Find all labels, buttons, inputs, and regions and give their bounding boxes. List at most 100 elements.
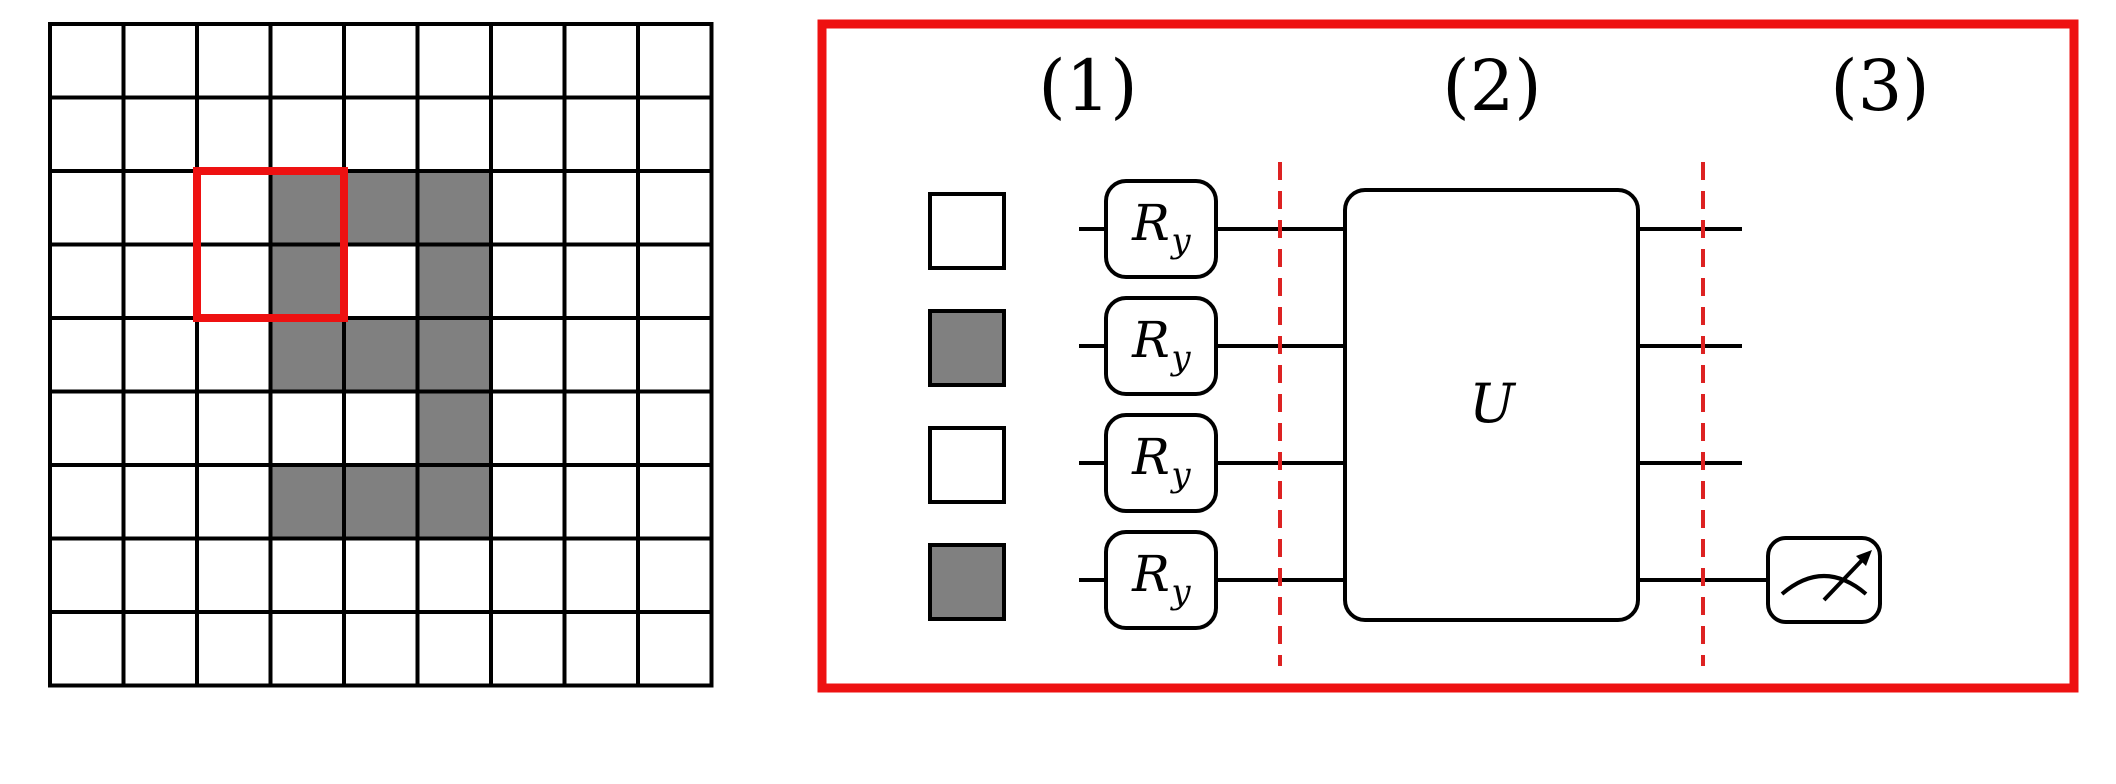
grid-cell xyxy=(268,389,346,467)
grid-cell xyxy=(195,169,273,247)
grid-cell xyxy=(489,389,567,467)
grid-cell xyxy=(342,22,420,100)
ry-gate-3-sub: y xyxy=(1169,455,1191,495)
ry-gates: R y R y R y R y xyxy=(1104,179,1218,630)
grid-cell xyxy=(342,536,420,614)
ry-gate-3-label: R xyxy=(1131,428,1170,486)
grid-cell xyxy=(415,22,493,100)
grid-cell xyxy=(415,95,493,173)
grid-cell xyxy=(268,22,346,100)
ry-gate-3: R y xyxy=(1104,413,1218,513)
grid-cell xyxy=(415,536,493,614)
input-pixel-3 xyxy=(928,426,1006,504)
grid-cell xyxy=(562,242,640,320)
patch-highlight xyxy=(193,167,348,322)
grid-cell-filled xyxy=(342,169,420,247)
grid-cell xyxy=(562,610,640,688)
grid-cell xyxy=(48,316,126,394)
grid-cell xyxy=(489,316,567,394)
input-pixel-2 xyxy=(928,309,1006,387)
input-pixel-4 xyxy=(928,543,1006,621)
grid-cell xyxy=(489,463,567,541)
pixel-grid xyxy=(48,22,714,688)
stage-label-3: (3) xyxy=(1830,45,1929,127)
grid-cell xyxy=(48,22,126,100)
grid-cell xyxy=(121,389,199,467)
grid-cell xyxy=(121,242,199,320)
grid-cell xyxy=(562,389,640,467)
grid-cell xyxy=(121,22,199,100)
grid-cell xyxy=(195,95,273,173)
grid-cell xyxy=(195,389,273,467)
grid-cell xyxy=(342,610,420,688)
grid-cell xyxy=(195,316,273,394)
unitary-block: U xyxy=(1343,188,1640,622)
circuit-panel: (1) (2) (3) xyxy=(817,19,2079,693)
meter-icon xyxy=(1766,536,1882,624)
grid-cell xyxy=(636,95,714,173)
grid-cell xyxy=(562,536,640,614)
grid-cell xyxy=(268,95,346,173)
circuit-frame xyxy=(817,19,2079,693)
grid-cell xyxy=(562,169,640,247)
grid-cell xyxy=(342,389,420,467)
grid-cell xyxy=(268,536,346,614)
grid-cell xyxy=(48,610,126,688)
grid-cell xyxy=(562,316,640,394)
grid-cell xyxy=(121,316,199,394)
input-pixel-1 xyxy=(928,192,1006,270)
grid-cell xyxy=(121,463,199,541)
grid-cell-filled xyxy=(268,169,346,247)
grid-cell xyxy=(121,610,199,688)
ry-gate-2-label: R xyxy=(1131,311,1170,369)
grid-cell xyxy=(636,242,714,320)
grid-cell xyxy=(415,610,493,688)
grid-cell xyxy=(195,536,273,614)
grid-cell xyxy=(489,22,567,100)
grid-cell xyxy=(195,610,273,688)
grid-cell xyxy=(562,463,640,541)
unitary-label: U xyxy=(1469,372,1516,435)
ry-gate-4-sub: y xyxy=(1169,572,1191,612)
grid-cell xyxy=(562,22,640,100)
grid-cell-filled xyxy=(415,242,493,320)
grid-cell-filled xyxy=(268,463,346,541)
grid-cell-filled xyxy=(268,242,346,320)
grid-cell xyxy=(121,169,199,247)
grid-cell-filled xyxy=(342,463,420,541)
ry-gate-4: R y xyxy=(1104,530,1218,630)
grid-cell xyxy=(636,610,714,688)
grid-cell xyxy=(48,242,126,320)
grid-cell xyxy=(121,536,199,614)
grid-cell-filled xyxy=(415,389,493,467)
ry-gate-2-sub: y xyxy=(1169,338,1191,378)
grid-cell-filled xyxy=(415,463,493,541)
grid-cell xyxy=(489,242,567,320)
ry-gate-1-label: R xyxy=(1131,194,1170,252)
grid-cell xyxy=(489,169,567,247)
grid-cell-filled xyxy=(415,169,493,247)
grid-cell-filled xyxy=(342,316,420,394)
grid-cell xyxy=(489,610,567,688)
grid-cell xyxy=(48,463,126,541)
ry-gate-1-sub: y xyxy=(1169,221,1191,261)
grid-cell xyxy=(48,95,126,173)
grid-cell xyxy=(636,463,714,541)
ry-gate-2: R y xyxy=(1104,296,1218,396)
grid-cell xyxy=(48,389,126,467)
grid-cell xyxy=(195,463,273,541)
stage-label-1: (1) xyxy=(1038,45,1137,127)
grid-cell xyxy=(48,169,126,247)
grid-cell xyxy=(195,242,273,320)
grid-cell xyxy=(636,536,714,614)
grid-cell xyxy=(342,242,420,320)
stage-label-2: (2) xyxy=(1442,45,1541,127)
input-pixels xyxy=(928,192,1006,621)
grid-cell xyxy=(48,536,126,614)
grid-cell xyxy=(636,169,714,247)
grid-cell xyxy=(489,536,567,614)
ry-gate-4-label: R xyxy=(1131,545,1170,603)
grid-cell xyxy=(636,316,714,394)
ry-gate-1: R y xyxy=(1104,179,1218,279)
